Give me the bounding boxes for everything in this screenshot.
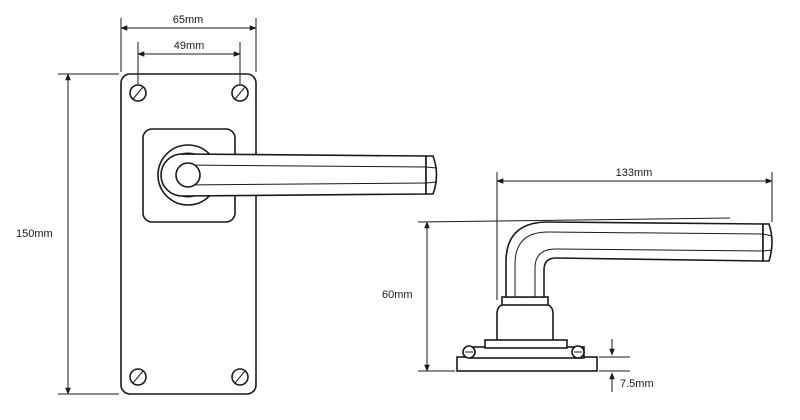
- side-rose-flange: [484, 339, 568, 349]
- front-lever-tip: [425, 155, 438, 195]
- dim-side-rose-thickness: 7.5mm: [599, 339, 654, 392]
- front-view: 65mm 49mm 150mm: [16, 14, 438, 395]
- screw-top-left: [129, 84, 147, 102]
- dim-front-width-outer: 65mm: [120, 14, 257, 72]
- label-front-width-inner: 49mm: [174, 40, 205, 52]
- side-view: 133mm 60mm 7.5mm: [382, 167, 773, 392]
- front-lever-arm: [160, 153, 427, 197]
- screw-bottom-left: [129, 368, 147, 386]
- dim-side-height: 60mm: [382, 217, 731, 372]
- side-lever-tip: [762, 223, 773, 262]
- side-screw-left: [462, 345, 476, 359]
- label-side-rose-thickness: 7.5mm: [620, 378, 654, 390]
- screw-top-right: [231, 84, 249, 102]
- label-front-width-outer: 65mm: [173, 14, 204, 26]
- label-side-lever-length: 133mm: [616, 167, 653, 179]
- side-neck-ring: [501, 296, 549, 306]
- dim-front-height: 150mm: [16, 73, 119, 395]
- front-backplate: [120, 73, 257, 395]
- front-lever-boss: [175, 162, 201, 188]
- dim-front-width-inner: 49mm: [137, 40, 241, 84]
- side-base-plate: [456, 356, 598, 372]
- dim-side-lever-length: 133mm: [496, 167, 773, 300]
- side-screw-right: [571, 345, 585, 359]
- label-front-height: 150mm: [16, 228, 53, 240]
- label-side-height: 60mm: [382, 289, 413, 301]
- side-rose-collar: [496, 303, 554, 343]
- screw-bottom-right: [231, 368, 249, 386]
